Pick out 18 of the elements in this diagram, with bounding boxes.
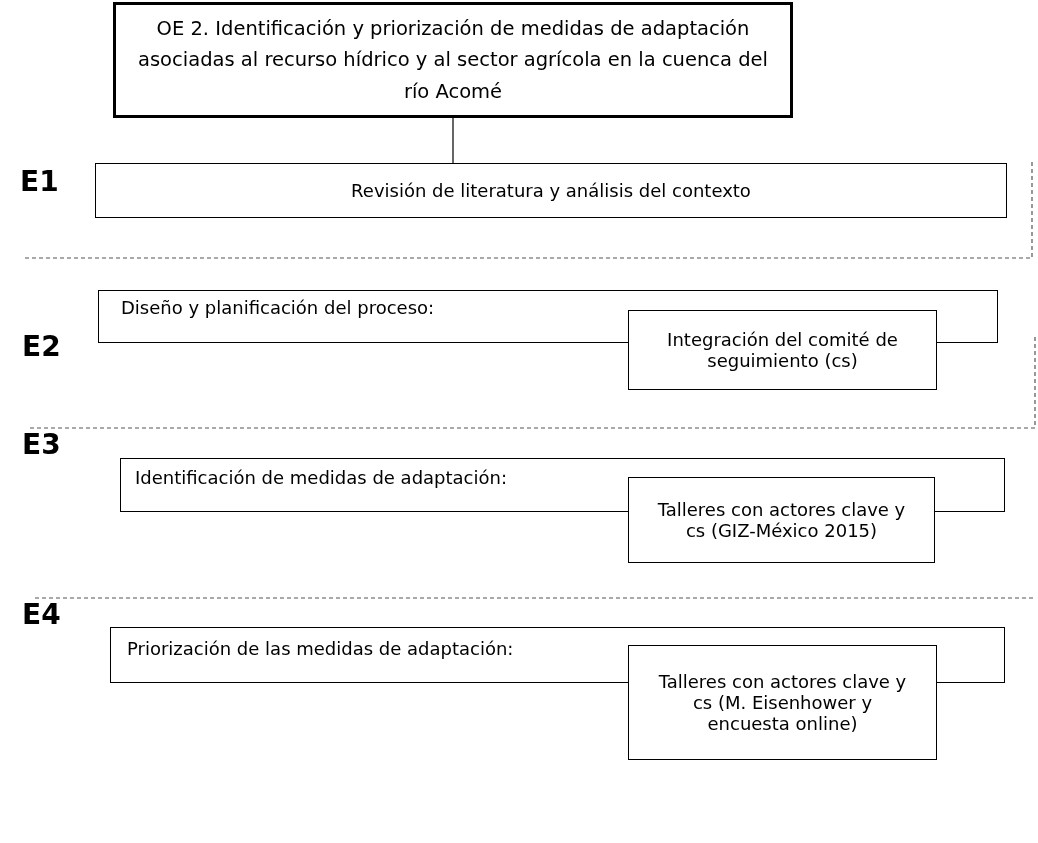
box-text: Identificación de medidas de adaptación:	[135, 467, 507, 488]
activity-box	[628, 310, 937, 390]
box-text: Talleres con actores clave y cs (M. Eisenhower y encuesta online)	[657, 671, 908, 734]
connector-line	[452, 117, 454, 164]
stage-label: E4	[22, 598, 61, 631]
activity-box	[628, 477, 935, 563]
stage-label: E2	[22, 330, 61, 363]
box-text: Diseño y planificación del proceso:	[121, 297, 435, 318]
activity-box	[628, 645, 937, 760]
box-text: Priorización de las medidas de adaptación:	[127, 638, 514, 659]
box-text: Talleres con actores clave y cs (GIZ-México 2015)	[656, 499, 907, 541]
box-text: Revisión de literatura y análisis del contexto	[351, 180, 751, 201]
stage-box	[95, 163, 1007, 218]
stage-label: E3	[22, 428, 61, 461]
box-text: Integración del comité de seguimiento (cs)	[666, 329, 899, 371]
box-text: OE 2. Identificación y priorización de medidas de adaptación asociadas al recurso hídrico y al sector agrícola en la cuenca del río Acomé	[137, 16, 769, 105]
stage-label: E1	[20, 165, 59, 198]
objective-box	[113, 2, 793, 118]
